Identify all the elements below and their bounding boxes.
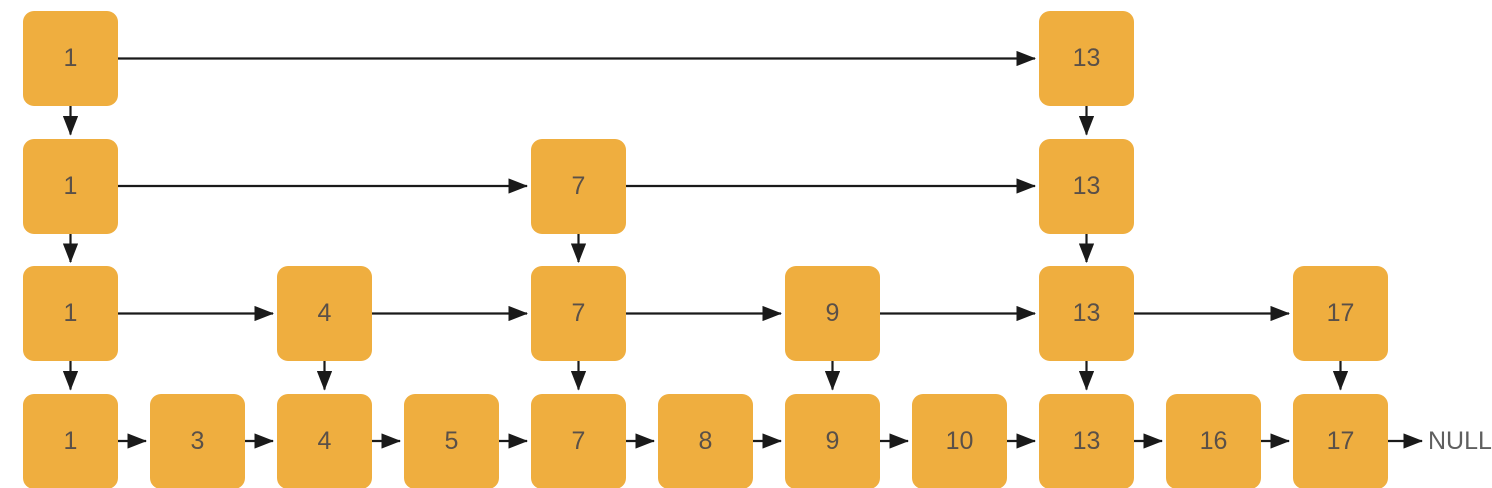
skip-list-node: 7 (531, 393, 626, 488)
skip-list-node: 4 (277, 393, 372, 488)
node-value-label: 17 (1326, 299, 1355, 327)
skip-list-node: 17 (1293, 393, 1388, 488)
skip-list-node: 10 (912, 393, 1007, 488)
node-value-label: 7 (571, 299, 586, 327)
node-value-label: 7 (571, 426, 586, 455)
node-value-label: 8 (698, 426, 713, 455)
node-value-label: 10 (945, 426, 974, 455)
node-value-label: 9 (825, 426, 840, 455)
node-value-label: 1 (63, 299, 78, 327)
skip-list-node: 13 (1039, 266, 1134, 361)
node-value-label: 17 (1326, 426, 1355, 455)
skip-list-node: 1 (23, 393, 118, 488)
node-value-label: 1 (63, 426, 78, 455)
skip-list-node: 1 (23, 11, 118, 106)
skip-list-node: 17 (1293, 266, 1388, 361)
skip-list-node: 7 (531, 266, 626, 361)
node-value-label: 4 (317, 299, 332, 327)
skip-list-node: 7 (531, 138, 626, 234)
skip-list-node: 13 (1039, 11, 1134, 106)
skip-list-node: 8 (658, 393, 753, 488)
skip-list-node: 1 (23, 138, 118, 234)
node-value-label: 4 (317, 426, 332, 455)
node-value-label: 5 (444, 426, 459, 455)
skip-list-node: 5 (404, 393, 499, 488)
node-value-label: 13 (1072, 299, 1101, 327)
node-value-label: 3 (190, 426, 205, 455)
node-value-label: 7 (571, 171, 586, 200)
node-value-label: 1 (63, 171, 78, 200)
node-value-label: 13 (1072, 426, 1101, 455)
node-value-label: 9 (825, 299, 840, 327)
skip-list-node: 16 (1166, 393, 1261, 488)
node-value-label: 1 (63, 44, 78, 72)
skip-list-node: 13 (1039, 393, 1134, 488)
node-value-label: 13 (1072, 171, 1101, 200)
skip-list-node: 4 (277, 266, 372, 361)
node-value-label: 16 (1199, 426, 1228, 455)
skip-list-node: 3 (150, 393, 245, 488)
skip-list-node: 1 (23, 266, 118, 361)
skip-list-node: 9 (785, 266, 880, 361)
skip-list-node: 13 (1039, 138, 1134, 234)
node-value-label: 13 (1072, 44, 1101, 72)
skip-list-node: 9 (785, 393, 880, 488)
null-terminator-label: NULL (1428, 427, 1492, 455)
